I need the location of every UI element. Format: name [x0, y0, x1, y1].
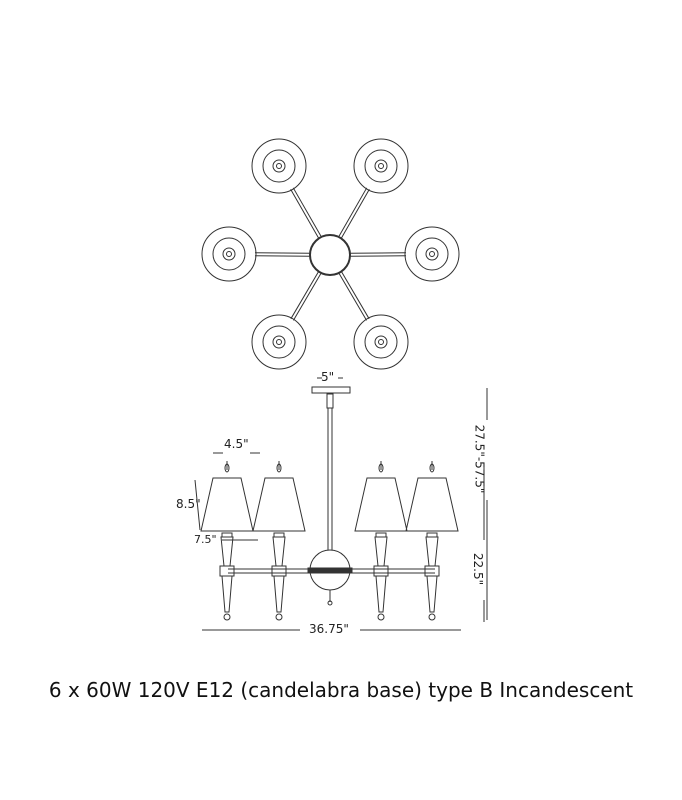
lamp-shade — [405, 477, 459, 532]
lamp-shade — [354, 477, 408, 532]
top-view — [201, 138, 460, 370]
candle-foot — [377, 613, 385, 621]
bulb-socket — [374, 159, 388, 173]
shade-outer — [201, 226, 257, 282]
arm — [338, 187, 368, 238]
finial-tip — [429, 463, 435, 473]
arm — [290, 189, 320, 239]
shade-inner — [212, 237, 246, 271]
shade-outer — [353, 314, 409, 370]
dimension-overall-height: 27.5"-57.5" — [472, 424, 487, 494]
bulb-socket — [272, 159, 286, 173]
bulb-center — [378, 163, 384, 169]
shade-outer — [404, 226, 460, 282]
shade-inner — [415, 237, 449, 271]
arm — [255, 252, 311, 254]
candle-foot — [223, 613, 231, 621]
shade-inner — [364, 325, 398, 359]
arm-collar — [271, 565, 287, 577]
candle-upper — [425, 536, 439, 567]
center-hub — [309, 234, 351, 276]
arm — [254, 255, 310, 257]
side-view — [194, 377, 488, 631]
finial-tip — [378, 463, 384, 473]
dimension-lines — [194, 377, 488, 631]
lamp-shade — [200, 477, 254, 532]
candle-cup — [375, 532, 387, 538]
shade-inner — [364, 149, 398, 183]
candle-lower — [375, 575, 387, 613]
bulb-center — [276, 163, 282, 169]
dimension-overall-width: 36.75" — [309, 622, 349, 636]
bulb-socket — [425, 247, 439, 261]
arm-collar — [373, 565, 389, 577]
candle-lower — [221, 575, 233, 613]
finial-tip — [224, 463, 230, 473]
arm-collar — [219, 565, 235, 577]
bulb-center — [429, 251, 435, 257]
lamp-shade — [252, 477, 306, 532]
shade-inner — [262, 325, 296, 359]
shade-outer — [251, 314, 307, 370]
bottom-finial-tip — [327, 600, 333, 606]
dimension-shade-bottom-width: 7.5" — [194, 533, 217, 546]
candle-lower — [273, 575, 285, 613]
ceiling-canopy — [311, 386, 351, 394]
dimension-canopy-width: 5" — [321, 370, 335, 384]
arm — [340, 271, 370, 320]
bulb-center — [276, 339, 282, 345]
dimension-shade-top-width: 4.5" — [224, 437, 249, 451]
candle-foot — [275, 613, 283, 621]
shade-outer — [353, 138, 409, 194]
candle-lower — [426, 575, 438, 613]
shade-outer — [251, 138, 307, 194]
bulb-center — [378, 339, 384, 345]
candle-cup — [426, 532, 438, 538]
candle-cup — [273, 532, 285, 538]
arm — [350, 255, 407, 257]
candle-upper — [272, 536, 286, 567]
bulb-socket — [222, 247, 236, 261]
arm — [340, 189, 370, 239]
candle-cup — [221, 532, 233, 538]
shade-inner — [262, 149, 296, 183]
dimension-body-height: 22.5" — [471, 552, 486, 586]
bulb-socket — [272, 335, 286, 349]
arm-collar — [424, 565, 440, 577]
canopy-coupling — [326, 393, 334, 409]
arm — [338, 272, 367, 321]
candle-upper — [374, 536, 388, 567]
arm — [292, 187, 322, 238]
candle-upper — [220, 536, 234, 567]
bulb-socket — [374, 335, 388, 349]
finial-tip — [276, 463, 282, 473]
candle-foot — [428, 613, 436, 621]
bulb-spec-caption: 6 x 60W 120V E12 (candelabra base) type … — [48, 678, 634, 702]
dimension-shade-height: 8.5" — [176, 497, 201, 511]
arm — [349, 252, 406, 254]
arm — [290, 271, 320, 320]
arm — [293, 272, 322, 321]
bulb-center — [226, 251, 232, 257]
